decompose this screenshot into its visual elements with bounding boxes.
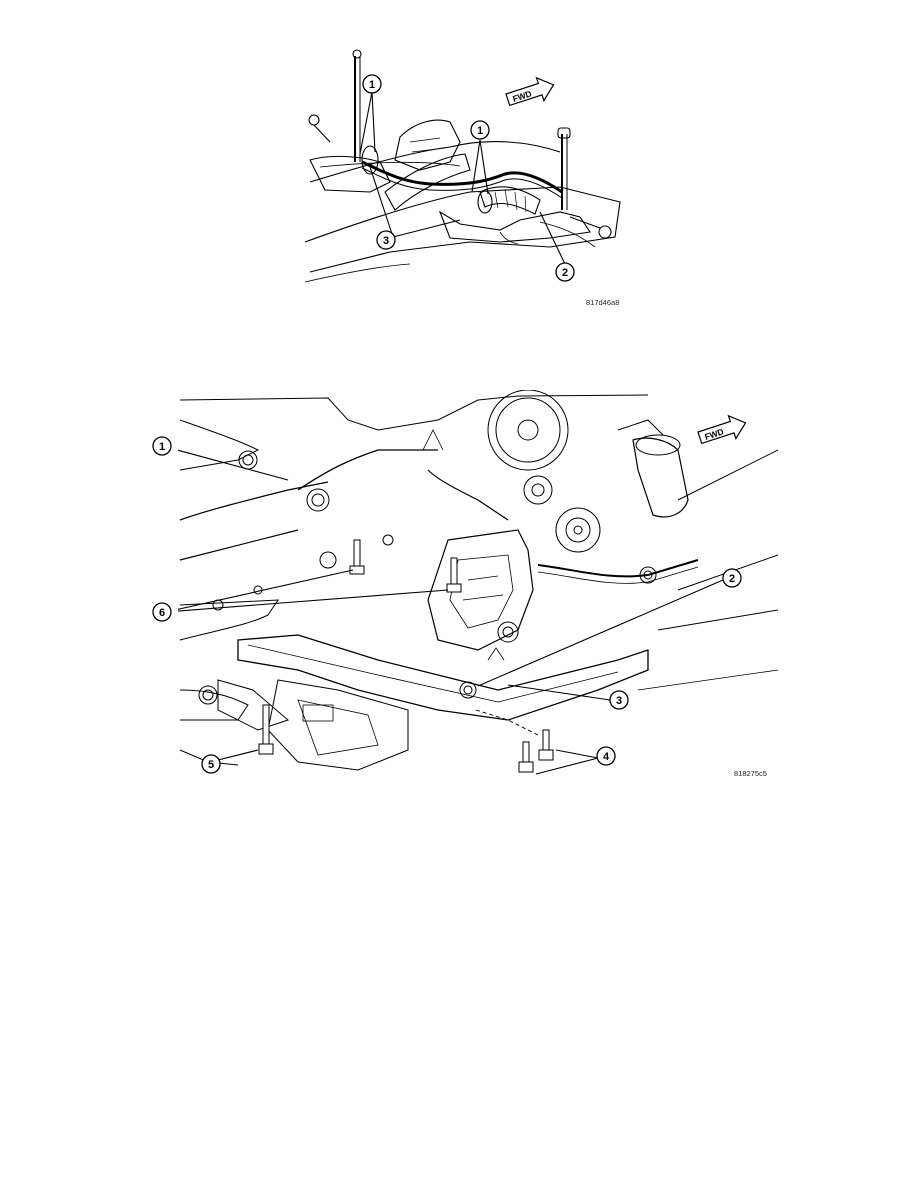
figure-2-engine-cradle: FWD 818275c5 [178,390,778,790]
figure-2-code: 818275c5 [734,769,767,778]
bolt-graphics [258,539,554,773]
figure-1-front-suspension: FWD 1 1 3 2 817d46a8 [300,42,630,320]
callout-6: 6 [152,602,172,622]
fwd-arrow-icon-2: FWD [697,414,747,445]
callout-1-right: 1 [470,120,490,140]
figure-1-illustration: FWD 1 1 3 2 817d46a8 [304,49,621,307]
fwd-arrow-icon: FWD [505,76,555,107]
svg-text:1: 1 [369,79,375,91]
svg-text:6: 6 [159,607,165,619]
svg-text:1: 1 [159,441,165,453]
callout-2: 2 [555,262,575,282]
figure-1-code: 817d46a8 [586,298,619,307]
callout-1-left: 1 [362,74,382,94]
figure-2-illustration: FWD 818275c5 [178,390,778,778]
svg-text:3: 3 [383,235,389,247]
callout-1: 1 [152,436,172,456]
svg-text:2: 2 [562,267,568,279]
svg-text:1: 1 [477,125,483,137]
callout-3: 3 [376,230,396,250]
